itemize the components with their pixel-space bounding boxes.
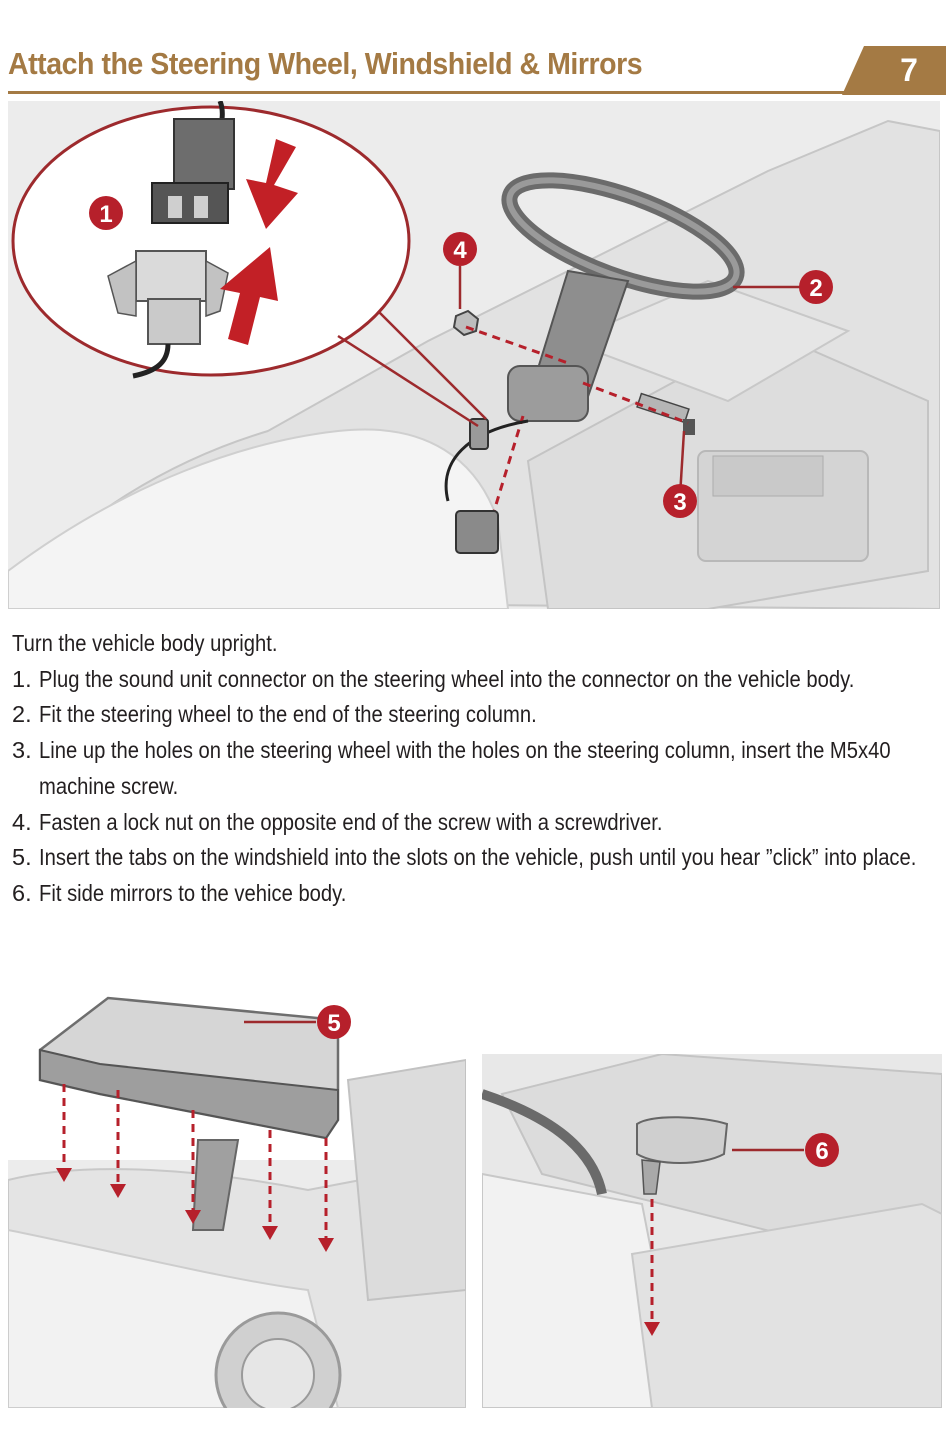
- callout-5-badge: 5: [317, 1005, 351, 1039]
- steps-list: 1. Plug the sound unit connector on the s…: [12, 662, 932, 912]
- step-number: 6.: [12, 879, 32, 906]
- step-text: Fasten a lock nut on the opposite end of…: [39, 808, 663, 835]
- step-text: Plug the sound unit connector on the ste…: [39, 665, 855, 692]
- page-number-tab: [842, 46, 946, 95]
- svg-text:1: 1: [99, 201, 112, 228]
- page-header: Attach the Steering Wheel, Windshield & …: [0, 0, 950, 100]
- page-number: 7: [900, 52, 918, 88]
- svg-text:3: 3: [673, 489, 686, 516]
- svg-text:4: 4: [453, 237, 467, 264]
- step-number: 4.: [12, 808, 32, 835]
- step-text: Fit the steering wheel to the end of the…: [39, 701, 537, 728]
- svg-text:5: 5: [327, 1010, 340, 1037]
- callout-3-badge: 3: [663, 484, 697, 518]
- windshield-illustration: 5: [8, 990, 466, 1408]
- step-text: Fit side mirrors to the vehice body.: [39, 879, 347, 906]
- step-text: Insert the tabs on the windshield into t…: [39, 844, 917, 871]
- callout-1-badge: 1: [89, 196, 123, 230]
- steering-wheel-illustration: 1 2 3 4: [8, 101, 940, 609]
- step-3: 3. Line up the holes on the steering whee…: [12, 733, 932, 804]
- svg-text:2: 2: [809, 275, 822, 302]
- instructions: Turn the vehicle body upright. 1. Plug th…: [12, 626, 932, 912]
- step-number: 1.: [12, 665, 32, 692]
- step-1: 1. Plug the sound unit connector on the s…: [12, 662, 932, 698]
- callout-4-badge: 4: [443, 232, 477, 266]
- step-number: 2.: [12, 701, 32, 728]
- step-number: 3.: [12, 737, 32, 764]
- callout-6-badge: 6: [805, 1133, 839, 1167]
- step-5: 5. Insert the tabs on the windshield into…: [12, 840, 932, 876]
- step-4: 4. Fasten a lock nut on the opposite end …: [12, 805, 932, 841]
- intro-text: Turn the vehicle body upright.: [12, 630, 278, 656]
- step-number: 5.: [12, 844, 32, 871]
- step-6: 6. Fit side mirrors to the vehice body.: [12, 876, 932, 912]
- step-text: Line up the holes on the steering wheel …: [39, 737, 891, 799]
- step-2: 2. Fit the steering wheel to the end of t…: [12, 697, 932, 733]
- svg-text:6: 6: [815, 1138, 828, 1165]
- callout-2-badge: 2: [799, 270, 833, 304]
- header-rule: [8, 91, 846, 94]
- page-title: Attach the Steering Wheel, Windshield & …: [8, 46, 643, 81]
- side-mirror-illustration: 6: [482, 1054, 942, 1408]
